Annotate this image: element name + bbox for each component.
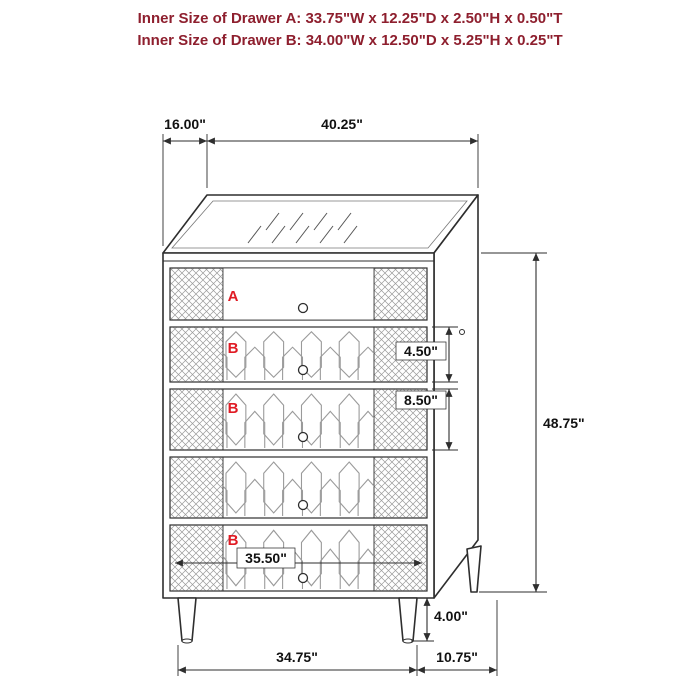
drawer-4-knob: [297, 499, 309, 511]
chest-top-face: [162, 194, 479, 254]
dim-overall-height-label: 48.75": [543, 415, 585, 431]
drawer-5-lattice-right: [373, 524, 428, 592]
dim-base-width: 34.75": [177, 645, 418, 676]
dim-upper-drawer-front-height: 4.50": [395, 326, 458, 383]
dim-lower-drawer-front-height: 8.50": [395, 388, 458, 451]
dim-leg-height: 4.00": [411, 598, 468, 642]
dim-leg-height-label: 4.00": [434, 608, 468, 624]
header: Inner Size of Drawer A: 33.75"W x 12.25"…: [0, 8, 700, 52]
dim-top-depth-label: 16.00": [164, 116, 206, 132]
dim-base-width-label: 34.75": [276, 649, 318, 665]
drawer-4-lattice-right: [373, 456, 428, 519]
drawer-3-knob: [297, 431, 309, 443]
drawer-a-spec-text: Inner Size of Drawer A: 33.75"W x 12.25"…: [137, 10, 563, 27]
drawer-5: B: [169, 524, 428, 592]
drawer-5-letter: B: [228, 532, 239, 549]
side-panel-dot: [459, 329, 465, 335]
drawer-1-letter: A: [228, 288, 239, 305]
dim-top-width-label: 40.25": [321, 116, 363, 132]
drawer-4-lattice-left: [169, 456, 224, 519]
front-left-leg: [177, 597, 197, 642]
dim-base-depth: 10.75": [417, 600, 498, 676]
chest-drawing: A B B: [162, 194, 482, 644]
top-sheen-marks: [247, 212, 358, 244]
drawer-2-letter: B: [228, 340, 239, 357]
drawer-b-spec-text: Inner Size of Drawer B: 34.00"W x 12.50"…: [137, 32, 563, 49]
drawer-3: B: [169, 388, 428, 451]
drawer-1-lattice-left: [169, 267, 224, 321]
dim-drawer-front-width: 35.50": [175, 547, 422, 569]
drawer-1-center-panel: [222, 267, 375, 321]
chest-legs: [177, 545, 482, 644]
drawer-2-knob: [297, 364, 309, 376]
drawer-1: A: [169, 267, 428, 321]
dim-base-depth-label: 10.75": [436, 649, 478, 665]
drawer-3-letter: B: [228, 400, 239, 417]
drawer-4: [169, 456, 428, 519]
chest-front-face: A B B: [162, 252, 435, 599]
dim-upper-drawer-label: 4.50": [404, 343, 438, 359]
drawer-5-lattice-left: [169, 524, 224, 592]
drawer-3-lattice-left: [169, 388, 224, 451]
back-right-leg: [466, 545, 482, 593]
dim-lower-drawer-label: 8.50": [404, 392, 438, 408]
drawer-2-lattice-left: [169, 326, 224, 383]
dim-drawer-front-width-label: 35.50": [245, 550, 287, 566]
drawer-1-lattice-right: [373, 267, 428, 321]
front-right-leg: [398, 597, 418, 642]
dim-top-depth: 16.00": [162, 116, 208, 246]
dim-overall-height: 48.75": [479, 252, 585, 593]
drawer-5-knob: [297, 572, 309, 584]
dim-top-width: 40.25": [207, 116, 479, 188]
drawer-1-knob: [297, 302, 309, 314]
